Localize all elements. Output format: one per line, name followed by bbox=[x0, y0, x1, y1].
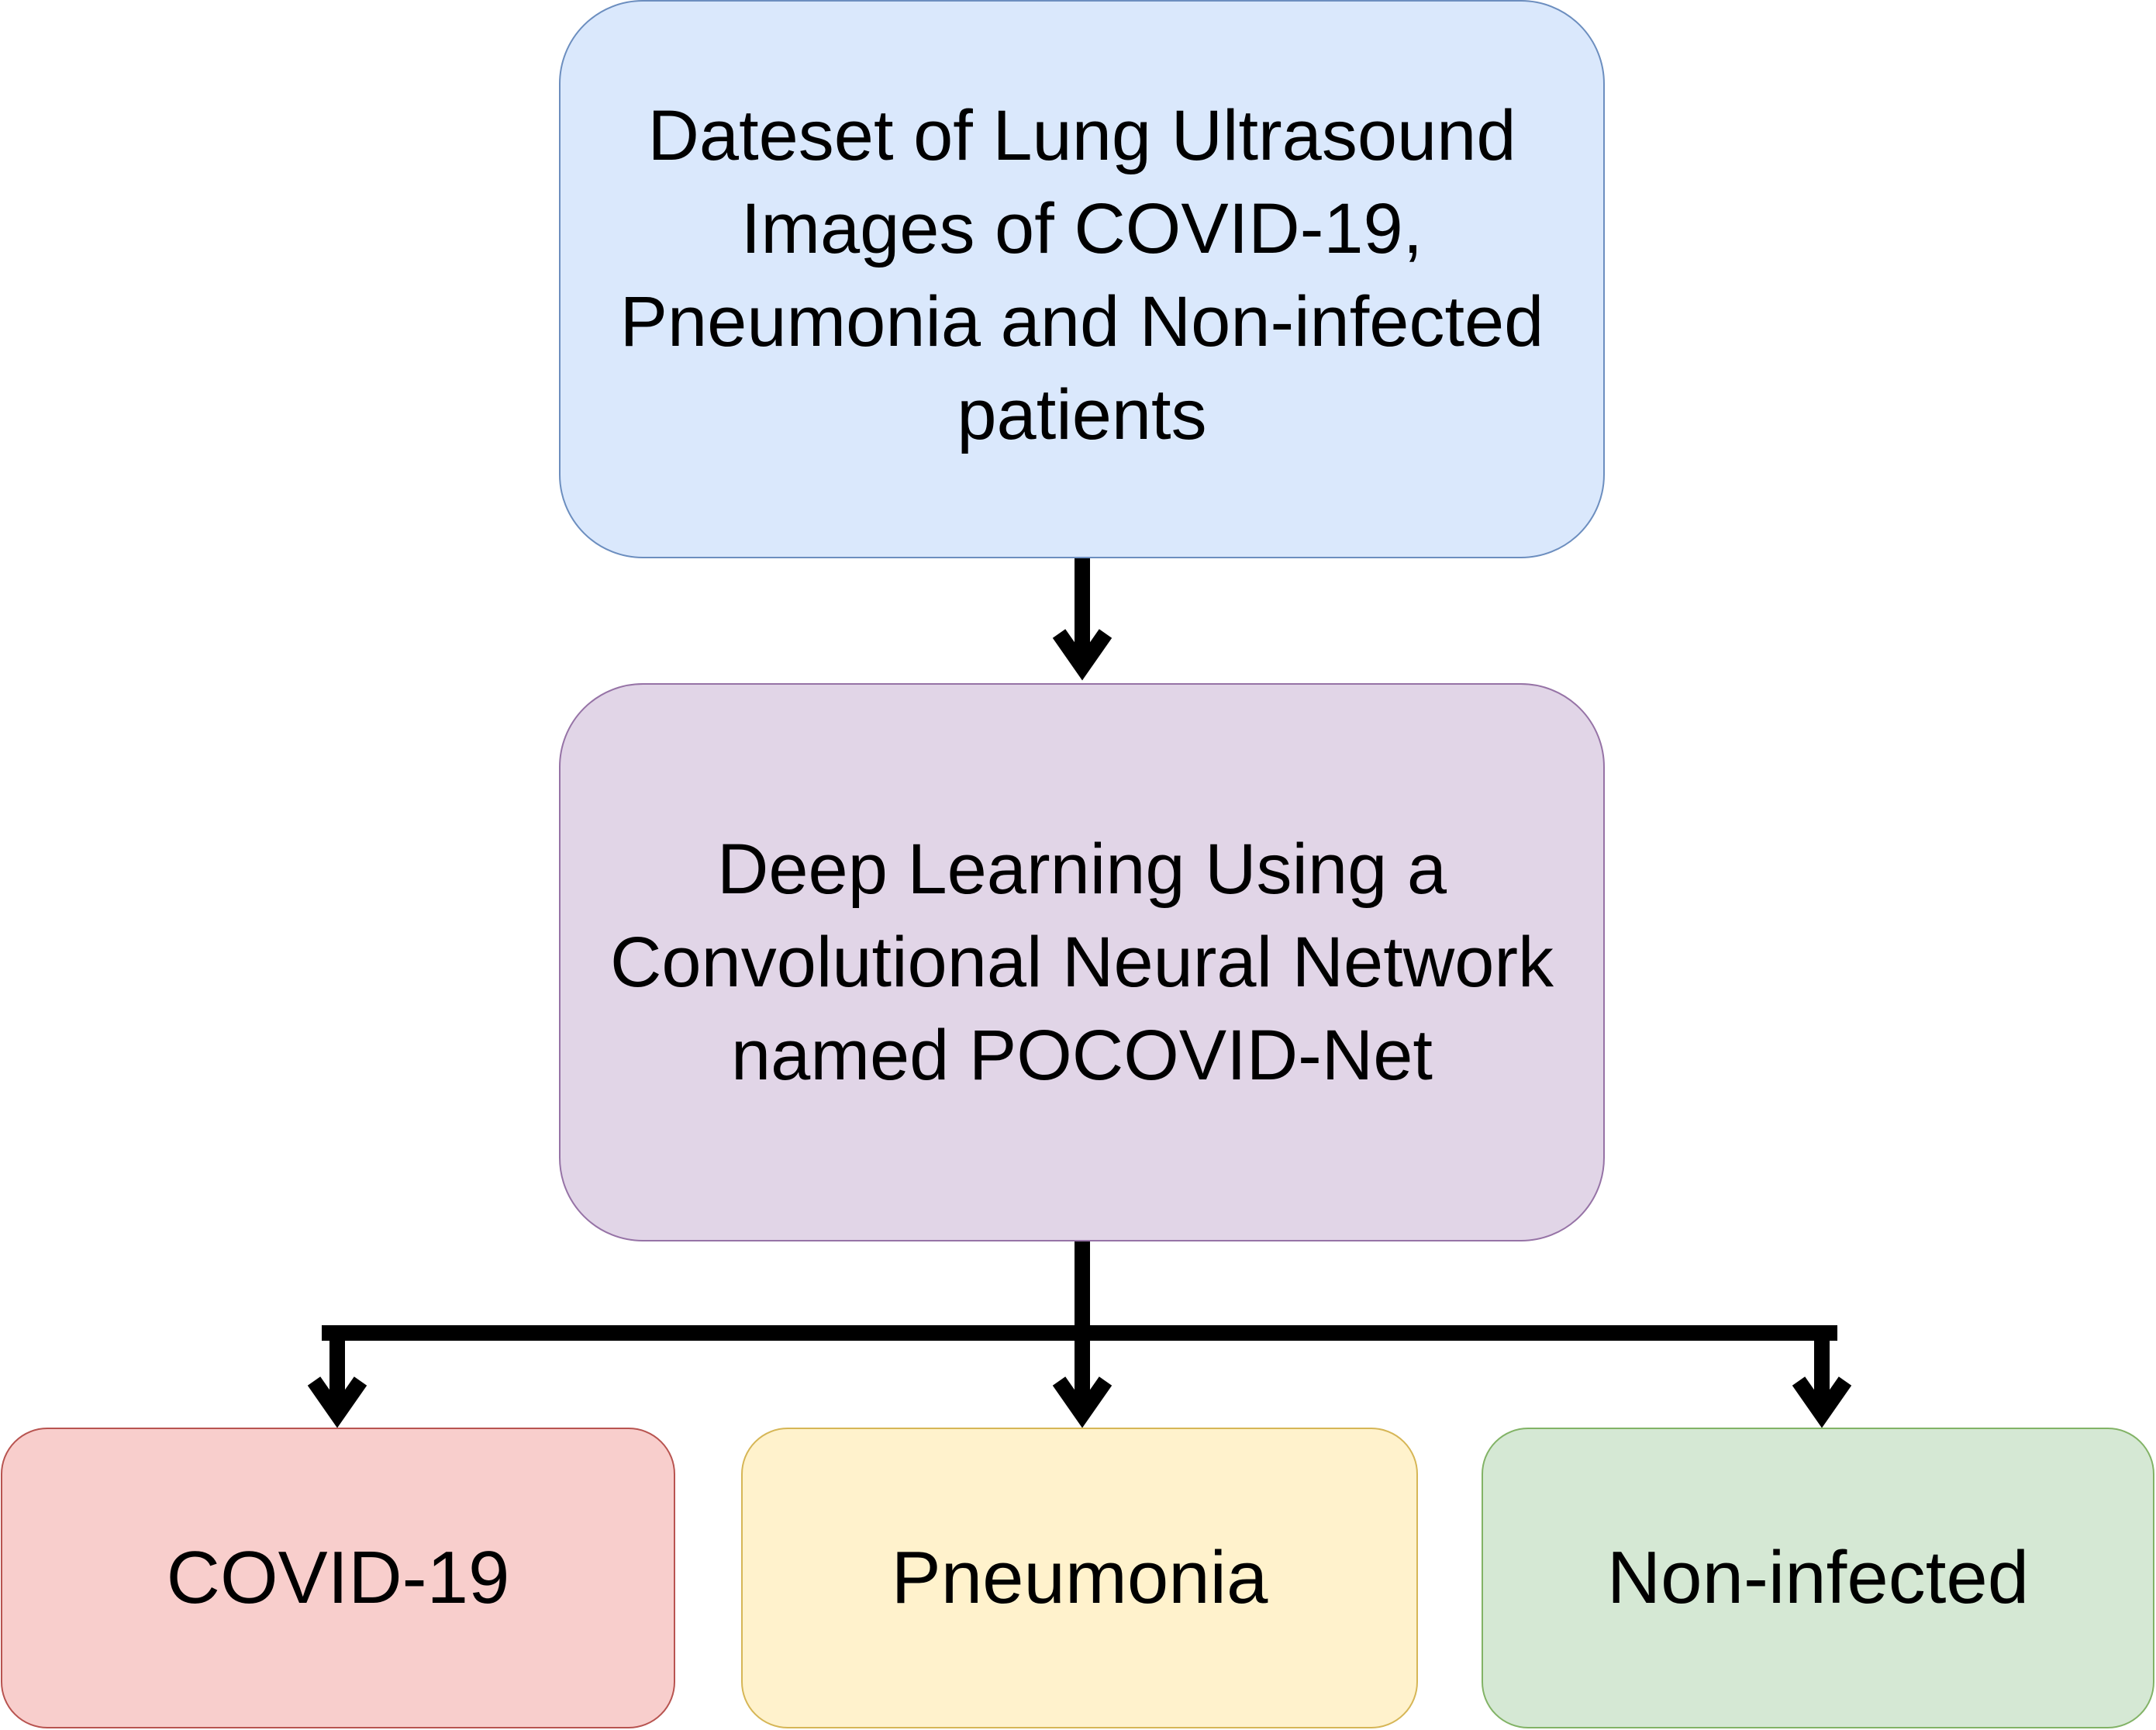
arrowhead-noninfected bbox=[1792, 1376, 1852, 1428]
noninfected-class-label: Non-infected bbox=[1606, 1536, 2030, 1619]
arrowhead-cnn bbox=[1052, 629, 1112, 681]
pneumonia-class-label: Pneumonia bbox=[891, 1536, 1268, 1619]
cnn-model-node-label: Deep Learning Using a Convolutional Neur… bbox=[609, 830, 1554, 1095]
covid-class-node: COVID-19 bbox=[1, 1428, 675, 1728]
arrowhead-pneumonia bbox=[1052, 1376, 1112, 1428]
arrowhead-covid bbox=[307, 1376, 367, 1428]
cnn-model-node: Deep Learning Using a Convolutional Neur… bbox=[559, 683, 1605, 1241]
covid-class-label: COVID-19 bbox=[166, 1536, 510, 1619]
noninfected-class-node: Non-infected bbox=[1482, 1428, 2154, 1728]
dataset-node-label: Dateset of Lung Ultrasound Images of COV… bbox=[619, 96, 1544, 454]
dataset-node: Dateset of Lung Ultrasound Images of COV… bbox=[559, 0, 1605, 558]
pneumonia-class-node: Pneumonia bbox=[741, 1428, 1418, 1728]
